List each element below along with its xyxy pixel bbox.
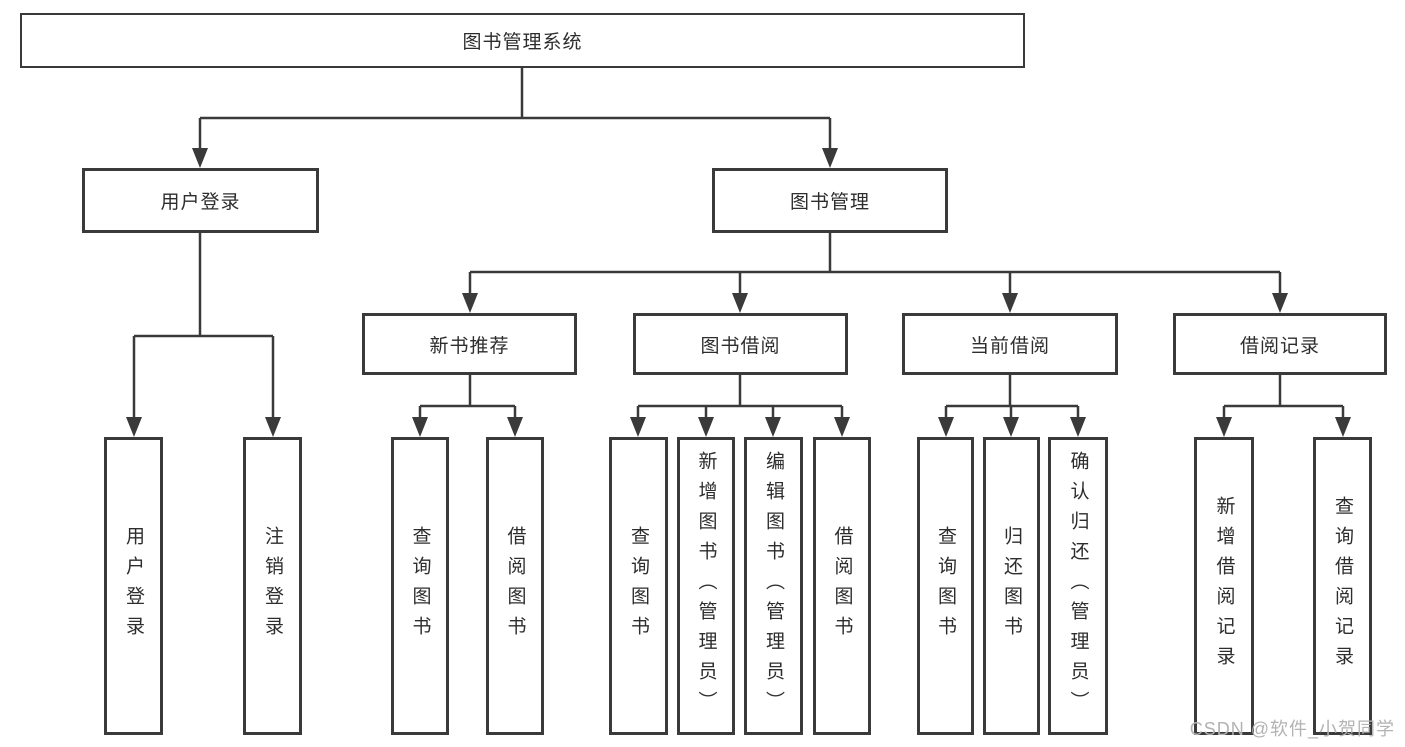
- leaf-add-borrow-record: 新增借阅记录: [1194, 437, 1254, 735]
- leaf-logout: 注销登录: [243, 437, 302, 735]
- node-new-book-recommend: 新书推荐: [362, 313, 577, 375]
- node-new-book-recommend-label: 新书推荐: [429, 335, 510, 357]
- leaf-user-login-label: 用户登录: [123, 526, 144, 646]
- leaf-logout-label: 注销登录: [262, 526, 283, 646]
- leaf-query-borrow-record-label: 查询借阅记录: [1332, 496, 1353, 676]
- node-current-borrow: 当前借阅: [902, 313, 1118, 375]
- leaf-edit-book-admin-label: 编辑图书（管理员）: [763, 451, 784, 721]
- node-current-borrow-label: 当前借阅: [969, 335, 1050, 357]
- leaf-borrow-query-book: 查询图书: [609, 437, 668, 735]
- leaf-query-borrow-record: 查询借阅记录: [1313, 437, 1372, 735]
- leaf-current-query-book: 查询图书: [917, 437, 974, 735]
- leaf-recommend-query-book-label: 查询图书: [409, 526, 431, 646]
- node-book-borrow: 图书借阅: [633, 313, 848, 375]
- leaf-borrow-book: 借阅图书: [813, 437, 871, 735]
- leaf-recommend-query-book: 查询图书: [391, 437, 449, 735]
- node-user-login-group: 用户登录: [82, 168, 319, 233]
- node-root-system: 图书管理系统: [20, 13, 1025, 68]
- leaf-borrow-query-book-label: 查询图书: [628, 526, 649, 646]
- node-book-management-label: 图书管理: [789, 192, 870, 213]
- leaf-confirm-return-admin-label: 确认归还（管理员）: [1067, 451, 1089, 721]
- node-book-management: 图书管理: [712, 168, 948, 233]
- leaf-confirm-return-admin: 确认归还（管理员）: [1048, 437, 1108, 735]
- leaf-return-book: 归还图书: [983, 437, 1040, 735]
- leaf-return-book-label: 归还图书: [1001, 526, 1022, 646]
- csdn-watermark: CSDN @软件_小贺同学: [1189, 719, 1395, 739]
- node-book-borrow-label: 图书借阅: [700, 335, 781, 357]
- leaf-edit-book-admin: 编辑图书（管理员）: [744, 437, 803, 735]
- node-root-system-label: 图书管理系统: [462, 32, 583, 53]
- leaf-add-book-admin-label: 新增图书（管理员）: [695, 451, 717, 721]
- leaf-user-login: 用户登录: [104, 437, 163, 735]
- node-borrow-record: 借阅记录: [1173, 313, 1387, 375]
- leaf-add-book-admin: 新增图书（管理员）: [677, 437, 735, 735]
- leaf-recommend-borrow-book: 借阅图书: [486, 437, 544, 735]
- node-borrow-record-label: 借阅记录: [1239, 335, 1320, 357]
- leaf-recommend-borrow-book-label: 借阅图书: [504, 526, 526, 646]
- leaf-current-query-book-label: 查询图书: [935, 526, 956, 646]
- node-user-login-group-label: 用户登录: [160, 192, 241, 213]
- leaf-borrow-book-label: 借阅图书: [831, 526, 853, 646]
- leaf-add-borrow-record-label: 新增借阅记录: [1213, 496, 1235, 676]
